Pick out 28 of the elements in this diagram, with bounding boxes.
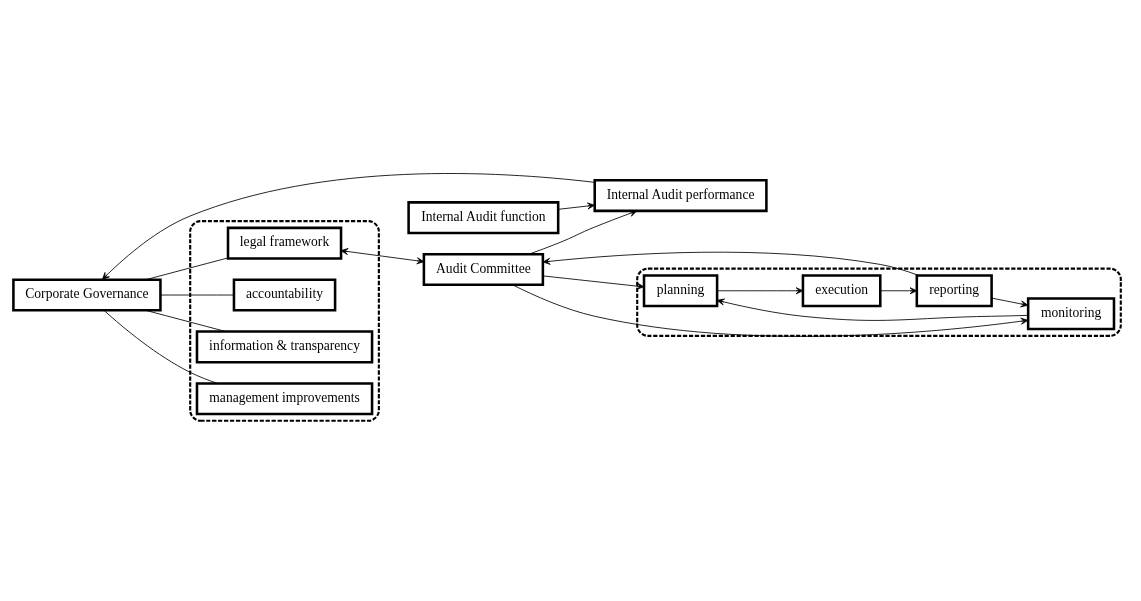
connector	[160, 294, 235, 296]
node-box: legal framework	[226, 226, 343, 260]
node-box: information & transparency	[195, 330, 374, 364]
arrow	[716, 287, 804, 295]
arrow	[340, 248, 425, 265]
node-box: Internal Audit performance	[593, 179, 768, 213]
connector	[145, 257, 229, 281]
node-box: Internal Audit function	[407, 201, 560, 235]
arrow	[716, 298, 1029, 321]
node-box: accountability	[232, 278, 337, 312]
connector	[103, 310, 218, 384]
connector	[145, 309, 227, 332]
arrow	[528, 209, 638, 255]
arrow	[101, 173, 596, 280]
node-box: reporting	[915, 274, 993, 308]
node-box: monitoring	[1026, 297, 1116, 331]
arrow	[542, 275, 645, 290]
arrow	[558, 202, 595, 210]
arrow	[879, 287, 918, 295]
node-box: management improvements	[195, 382, 374, 416]
cluster	[189, 220, 380, 422]
node-box: execution	[801, 274, 882, 308]
node-box: Corporate Governance	[12, 278, 162, 312]
arrow	[542, 251, 919, 276]
arrow	[991, 297, 1029, 308]
node-box: Audit Committee	[422, 252, 545, 287]
arrow	[512, 284, 1029, 337]
node-box: planning	[642, 274, 719, 308]
